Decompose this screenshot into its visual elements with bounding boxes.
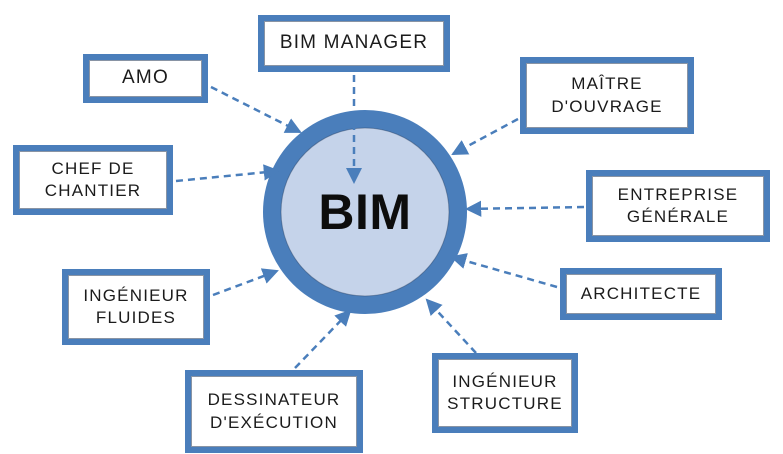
arrow-amo-to-bim (210, 85, 302, 134)
node-bim-manager: BIM MANAGER (258, 15, 450, 72)
center-node-bim: BIM (265, 182, 465, 242)
node-chef-de-chantier-label: CHEF DE CHANTIER (44, 158, 142, 200)
node-maitre-d-ouvrage: MAÎTRE D'OUVRAGE (520, 57, 694, 134)
node-architecte: ARCHITECTE (560, 268, 722, 320)
node-bim-manager-label: BIM MANAGER (279, 32, 429, 54)
arrow-dessinateur-d-execution-to-bim (294, 309, 352, 369)
arrow-entreprise-generale-to-bim (464, 200, 585, 217)
node-dessinateur-d-execution-label: DESSINATEUR D'EXÉCUTION (207, 390, 341, 432)
arrow-ingenieur-structure-to-bim (425, 298, 477, 354)
bim-label: BIM (318, 184, 412, 240)
node-architecte-label: ARCHITECTE (580, 283, 702, 303)
node-amo-label: AMO (122, 67, 169, 89)
node-entreprise-generale: ENTREPRISE GÉNÉRALE (586, 170, 770, 242)
arrow-architecte-to-bim (450, 253, 558, 289)
node-amo: AMO (83, 54, 208, 103)
arrow-ingenieur-fluides-to-bim (212, 268, 279, 297)
node-entreprise-generale-label: ENTREPRISE GÉNÉRALE (617, 184, 739, 226)
connector-arrows (175, 75, 585, 369)
node-dessinateur-d-execution: DESSINATEUR D'EXÉCUTION (185, 370, 363, 453)
node-ingenieur-structure-label: INGÉNIEUR STRUCTURE (447, 371, 563, 413)
node-ingenieur-fluides-label: INGÉNIEUR FLUIDES (83, 285, 189, 327)
node-ingenieur-structure: INGÉNIEUR STRUCTURE (432, 353, 578, 433)
arrow-chef-de-chantier-to-bim (175, 164, 281, 183)
bim-circle (263, 110, 467, 314)
node-chef-de-chantier: CHEF DE CHANTIER (13, 145, 173, 215)
arrow-maitre-d-ouvrage-to-bim (451, 117, 519, 156)
node-maitre-d-ouvrage-label: MAÎTRE D'OUVRAGE (551, 74, 663, 116)
node-ingenieur-fluides: INGÉNIEUR FLUIDES (62, 269, 210, 345)
